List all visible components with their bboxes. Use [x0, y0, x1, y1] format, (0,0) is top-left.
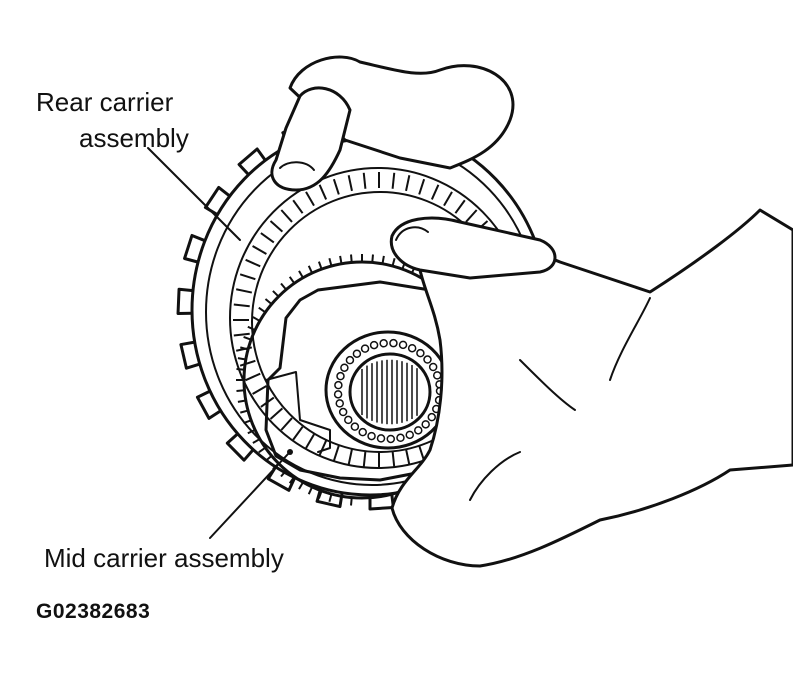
- drum-spline-tab: [183, 233, 206, 264]
- ring-gear-tooth: [280, 417, 293, 431]
- bearing-roller: [333, 390, 343, 399]
- upper-thumb: [270, 86, 352, 192]
- bearing-roller: [416, 348, 425, 358]
- ring-gear-tooth: [347, 448, 353, 465]
- ring-gear-tooth: [235, 288, 253, 294]
- ring-gear-tooth: [245, 258, 261, 268]
- bearing-roller: [414, 426, 423, 435]
- bearing-roller: [423, 355, 432, 364]
- bearing-roller: [379, 339, 388, 348]
- bearing-roller: [334, 380, 343, 390]
- ring-gear-tooth: [292, 426, 304, 441]
- ring-gear-tooth: [233, 332, 250, 337]
- bearing-roller: [427, 412, 437, 422]
- upper-finger-back: [288, 55, 515, 170]
- bearing-roller: [336, 371, 345, 381]
- ring-gear-tooth: [405, 448, 411, 465]
- ring-gear-tooth: [305, 433, 315, 449]
- bearing-roller: [432, 371, 442, 380]
- ring-gear-tooth: [391, 451, 396, 468]
- ring-gear-tooth: [362, 451, 367, 468]
- ring-gear-tooth: [269, 407, 284, 420]
- mid-carrier-label: Mid carrier assembly: [44, 543, 284, 573]
- ring-gear-tooth: [430, 184, 440, 200]
- ring-gear-tooth: [465, 209, 478, 223]
- bearing-roller: [360, 344, 370, 353]
- ring-gear-tooth: [332, 178, 340, 195]
- ring-gear-tooth: [418, 178, 426, 195]
- bearing-roller: [352, 349, 362, 358]
- bearing-roller: [350, 422, 360, 431]
- ring-gear-tooth: [305, 191, 315, 207]
- rear-carrier-label-line2: assembly: [79, 123, 189, 153]
- lower-hand: [389, 208, 793, 568]
- bearing-roller: [345, 355, 355, 365]
- bearing-roller: [335, 399, 344, 408]
- ring-gear-tooth: [391, 172, 396, 189]
- ring-gear-tooth: [269, 220, 284, 233]
- rear-carrier-leader: [147, 147, 241, 241]
- ring-gear-tooth: [260, 232, 275, 244]
- bearing-roller: [386, 434, 396, 444]
- thumb-nail: [279, 161, 315, 171]
- mid-carrier-leader: [209, 453, 289, 539]
- bearing-roller: [340, 363, 349, 372]
- ring-gear-tooth: [233, 303, 250, 308]
- rear-carrier-label-line1: Rear carrier: [36, 87, 174, 117]
- ring-gear-tooth: [252, 385, 267, 395]
- lower-index-finger: [389, 216, 557, 280]
- bearing-roller: [376, 434, 386, 443]
- figure-code: G02382683: [36, 600, 151, 623]
- drum-spline-tab: [237, 147, 267, 176]
- bearing-roller: [338, 407, 348, 417]
- bearing-roller: [389, 338, 398, 348]
- drum-spline-tab: [225, 432, 255, 462]
- carrier-plate-step: [265, 371, 331, 453]
- bearing-roller: [407, 343, 417, 353]
- finger-gap: [469, 359, 576, 501]
- upper-hand: [270, 55, 515, 192]
- ring-gear-tooth: [318, 184, 328, 200]
- bearing-roller: [421, 420, 430, 429]
- ring-gear-tooth: [239, 359, 256, 367]
- bearing-roller: [428, 362, 438, 372]
- ring-gear-tooth: [318, 440, 328, 456]
- ring-gear-tooth: [454, 199, 466, 214]
- bearing-roller: [405, 430, 414, 440]
- bore-splines: [361, 359, 418, 425]
- knuckle-crease: [609, 297, 651, 381]
- bearing-roller: [358, 427, 367, 437]
- bearing-roller: [367, 431, 376, 441]
- drum-spline-tab: [368, 493, 395, 511]
- drum-spline-tab: [176, 287, 194, 315]
- ring-gear-tooth: [239, 273, 256, 281]
- lower-palm: [390, 208, 793, 568]
- bearing-roller: [398, 340, 408, 350]
- ring-gear-tooth: [347, 175, 353, 192]
- mid-carrier-leader-dot: [287, 449, 293, 455]
- bearing-roller: [344, 415, 353, 425]
- bearing-roller: [369, 340, 379, 350]
- drum-spline-tab: [266, 466, 297, 492]
- ring-gear-tooth: [405, 175, 411, 192]
- drum-spline-tab: [179, 340, 201, 370]
- ring-gear-tooth: [362, 172, 367, 189]
- ring-gear-tooth: [443, 191, 453, 207]
- ring-gear-tooth: [292, 199, 304, 214]
- ring-gear-tooth: [332, 445, 340, 462]
- hub-bore: [348, 352, 432, 432]
- needle-bearing: [333, 338, 445, 444]
- drum-spline-tab: [195, 389, 222, 420]
- bearing-roller: [396, 433, 405, 443]
- ring-gear-tooth: [280, 209, 293, 223]
- ring-gear-tooth: [252, 245, 267, 255]
- index-nail: [395, 226, 429, 241]
- carrier-plate: [264, 280, 460, 482]
- ring-gear-tooth: [245, 372, 261, 382]
